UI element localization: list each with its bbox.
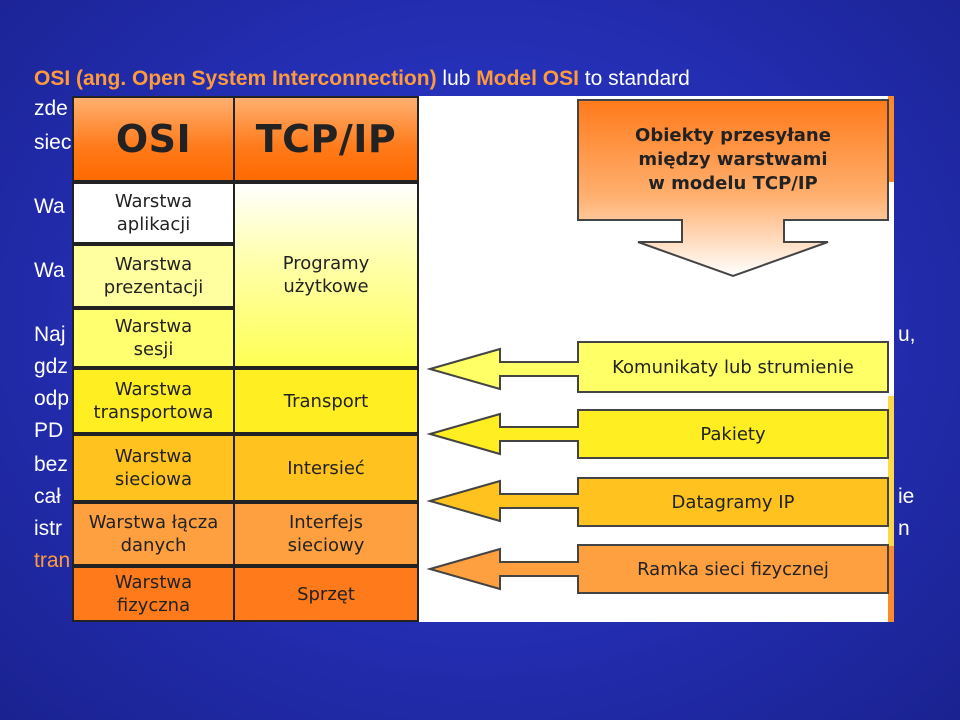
slide-line-6-right: u, <box>898 323 916 346</box>
layer-label: Warstwa fizyczna <box>114 572 193 616</box>
object-arrows <box>426 341 889 594</box>
osi-term: OSI (ang. Open System Interconnection) <box>34 67 437 90</box>
tcpip-header: TCP/IP <box>233 96 419 182</box>
osi-layer-session: Warstwa sesji <box>72 308 235 368</box>
layer-label: Warstwa aplikacji <box>114 191 193 235</box>
layer-label: Interfejs sieciowy <box>287 512 365 556</box>
arrow-messages <box>426 341 889 393</box>
edge-strip-bottom <box>888 546 894 622</box>
object-label-messages: Komunikaty lub strumienie <box>612 356 854 378</box>
tcpip-layer-transport: Transport <box>233 368 419 434</box>
layer-label: Warstwa transportowa <box>93 379 214 423</box>
osi-layer-application: Warstwa aplikacji <box>72 182 235 244</box>
slide-line-5: Wa <box>34 259 65 282</box>
layer-label: Warstwa prezentacji <box>103 254 204 298</box>
object-label-packets: Pakiety <box>700 423 766 445</box>
slide-line-7: gdz <box>34 355 68 378</box>
slide-line-6: Naj <box>34 323 66 346</box>
slide-text-lub: lub <box>436 67 477 90</box>
model-osi-term: Model OSI <box>476 67 579 90</box>
osi-layer-network: Warstwa sieciowa <box>72 434 235 502</box>
slide-line-3: siec <box>34 131 72 154</box>
slide-line-11-right: ie <box>898 485 915 508</box>
objects-title-arrow <box>577 99 889 278</box>
layer-label: Transport <box>283 390 369 412</box>
object-label-datagrams: Datagramy IP <box>671 491 795 513</box>
layer-label: Warstwa sieciowa <box>114 446 193 490</box>
slide-line-8: odp <box>34 387 70 410</box>
osi-tcpip-diagram: OSI TCP/IP Warstwa aplikacji Warstwa pre… <box>72 96 894 622</box>
slide-line-10: bez <box>34 453 68 476</box>
slide-line-9: PD <box>34 419 64 442</box>
slide-text-to-standard: to standard <box>578 67 690 90</box>
layer-label: Programy użytkowe <box>282 253 370 297</box>
slide-line-12: istr <box>34 517 62 540</box>
layer-label: Intersieć <box>287 457 365 479</box>
tcpip-layer-applications: Programy użytkowe <box>233 182 419 368</box>
arrow-frame <box>426 544 889 594</box>
object-label-frame: Ramka sieci fizycznej <box>637 558 829 580</box>
tcpip-layer-internet: Intersieć <box>233 434 419 502</box>
slide-line-1: OSI (ang. Open System Interconnection) l… <box>34 66 690 92</box>
osi-layer-transport: Warstwa transportowa <box>72 368 235 434</box>
layer-label: Warstwa łącza danych <box>88 512 219 556</box>
slide-line-4: Wa <box>34 195 65 218</box>
slide-line-11: cał <box>34 485 61 508</box>
edge-strip-top <box>888 96 894 182</box>
osi-header: OSI <box>72 96 235 182</box>
osi-layer-data-link: Warstwa łącza danych <box>72 502 235 566</box>
osi-layer-physical: Warstwa fizyczna <box>72 566 235 622</box>
arrow-packets <box>426 409 889 459</box>
tcpip-layer-hardware: Sprzęt <box>233 566 419 622</box>
edge-strip-mid <box>888 396 894 546</box>
osi-layer-presentation: Warstwa prezentacji <box>72 244 235 308</box>
slide-line-2: zde <box>34 97 68 120</box>
layer-label: Warstwa sesji <box>114 316 193 360</box>
arrow-datagrams <box>426 477 889 527</box>
tcpip-layer-network-interface: Interfejs sieciowy <box>233 502 419 566</box>
slide-line-12-right: n <box>898 517 910 540</box>
slide-line-13: tran <box>34 549 71 572</box>
objects-title: Obiekty przesyłane między warstwami w mo… <box>635 125 831 194</box>
layer-label: Sprzęt <box>297 583 355 605</box>
